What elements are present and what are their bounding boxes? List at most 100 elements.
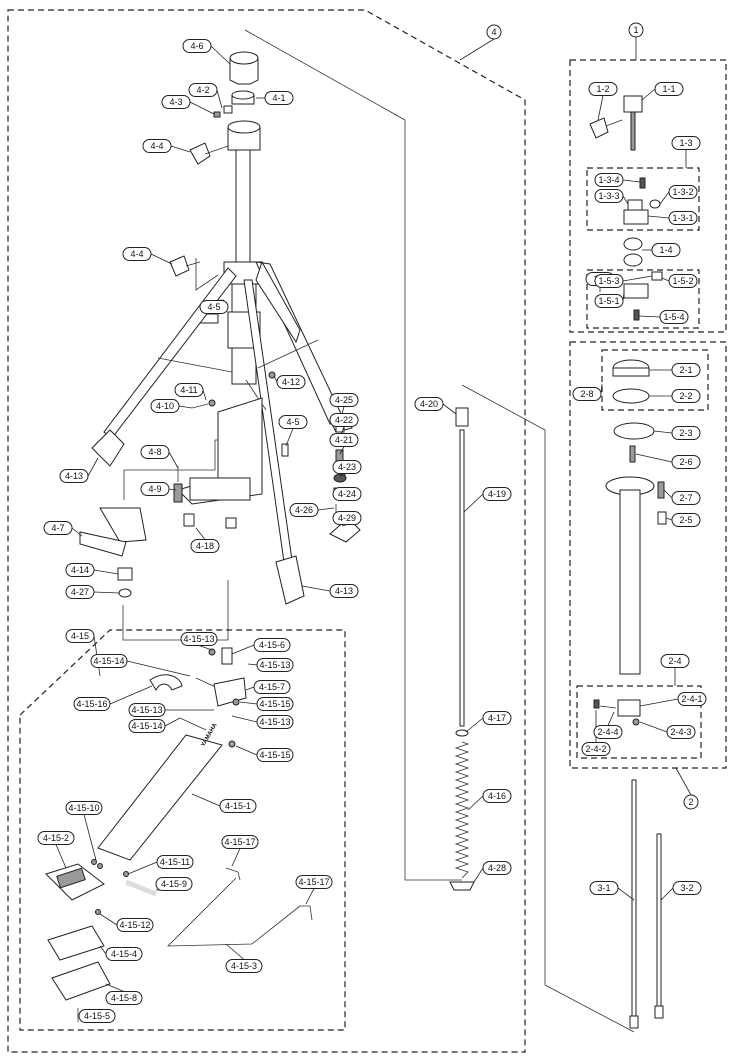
callout-4-15-15a: 4-15-15 <box>256 697 294 711</box>
part-4-19 <box>459 429 465 727</box>
part-4-2 <box>223 105 233 114</box>
part-1-5-1 <box>623 283 649 299</box>
part-2-6 <box>629 445 636 463</box>
callout-box <box>264 91 294 105</box>
leader-2-5 <box>665 517 673 521</box>
callout-label: 1-5-1 <box>598 296 619 306</box>
callout-box <box>672 881 702 895</box>
callout-1-4: 1-4 <box>651 243 681 257</box>
callout-4-15-7: 4-15-7 <box>253 680 291 694</box>
callout-4-23: 4-23 <box>332 460 362 474</box>
callout-2-4-3: 2-4-3 <box>666 725 696 739</box>
guide-line-pedal <box>122 580 229 641</box>
callout-box <box>65 801 103 815</box>
brace-left <box>157 357 233 373</box>
callout-4-15-14a: 4-15-14 <box>90 654 128 668</box>
callout-label: 4-26 <box>295 505 313 515</box>
callout-box <box>256 697 294 711</box>
callout-4-15-5: 4-15-5 <box>78 1009 116 1023</box>
callout-box <box>161 95 191 109</box>
top-rod-assembly <box>593 359 667 726</box>
leader-4-6 <box>210 45 231 65</box>
callout-label: 1-4 <box>659 245 672 255</box>
part-4-18-a <box>183 513 195 527</box>
callout-label: 2-8 <box>580 389 593 399</box>
callout-box <box>414 397 444 411</box>
callout-label: 4-17 <box>488 713 506 723</box>
leader-1-3-3 <box>622 195 629 205</box>
callout-4-15-12: 4-15-12 <box>116 918 154 932</box>
callout-1-3-2: 1-3-2 <box>668 185 698 199</box>
part-1-2-shaft <box>605 119 623 127</box>
part-4-6-top <box>229 51 259 65</box>
part-4-15-13-top <box>208 648 216 656</box>
callout-4-29: 4-29 <box>332 511 362 525</box>
tripod-leg-right-brace <box>255 260 301 344</box>
part-4-27 <box>118 588 132 598</box>
callout-label: 4-12 <box>282 377 300 387</box>
callout-2-7: 2-7 <box>671 491 701 505</box>
part-2-4-2 <box>593 699 600 709</box>
callout-4-15-8: 4-15-8 <box>105 991 143 1005</box>
callout-box <box>43 521 73 535</box>
callout-4-15-2: 4-15-2 <box>37 831 75 845</box>
callout-2-5: 2-5 <box>671 513 701 527</box>
callout-label: 4-13 <box>335 586 353 596</box>
part-4-7-plate <box>79 531 127 557</box>
callout-box <box>659 310 689 324</box>
callout-4-4a: 4-4 <box>142 139 172 153</box>
callout-box <box>329 584 359 598</box>
leader-1-3-2 <box>659 191 670 205</box>
group-1-boundary <box>569 59 727 333</box>
leader-4-15-7 <box>245 686 255 691</box>
leader-3-2 <box>660 887 674 901</box>
callout-label: 1-3-1 <box>672 213 693 223</box>
callout-4-15-16: 4-15-16 <box>73 697 111 711</box>
part-4-15-9 <box>125 879 157 897</box>
callout-4-14: 4-14 <box>65 563 95 577</box>
callout-box <box>651 243 681 257</box>
part-4-15-16 <box>149 674 183 692</box>
callout-1-3-1: 1-3-1 <box>668 211 698 225</box>
leader-1-3-1 <box>647 215 670 219</box>
part-1-1-rod <box>630 111 636 151</box>
callout-label: 2-6 <box>679 457 692 467</box>
part-4-15-10-b <box>97 863 103 869</box>
callout-label: 1-3 <box>679 138 692 148</box>
leader-1-5-2 <box>661 277 670 282</box>
callout-label: 2-2 <box>679 391 692 401</box>
group-circle-2 <box>683 794 699 810</box>
callout-1-3-3: 1-3-3 <box>594 189 624 203</box>
callout-label: 1-1 <box>662 84 675 94</box>
callout-label: 4-15-6 <box>259 640 285 650</box>
part-1-5-4 <box>633 309 640 321</box>
leader-4-17 <box>465 717 484 733</box>
callout-label: 4-5 <box>207 302 220 312</box>
leader-3-1 <box>617 887 635 901</box>
callout-label: 4-15-15 <box>259 699 290 709</box>
callout-box <box>671 455 701 469</box>
group-2-4-boundary <box>576 685 702 759</box>
callout-label: 4-29 <box>338 513 356 523</box>
callout-4-6: 4-6 <box>182 39 212 53</box>
callout-label: 4-15-7 <box>259 682 285 692</box>
callout-label: 4-6 <box>190 41 203 51</box>
callout-label: 4-15-1 <box>225 801 251 811</box>
upper-tube <box>235 149 251 266</box>
callout-box <box>276 375 306 389</box>
group-label-4: 4 <box>491 27 496 37</box>
upper-tube-sleeve-top <box>227 120 261 134</box>
leader-4-9 <box>168 488 177 491</box>
leader-1-5-3 <box>622 275 653 282</box>
callout-label: 1-3-4 <box>598 175 619 185</box>
leader-4-15-1 <box>191 793 221 807</box>
group-4-15-boundary <box>19 629 346 1031</box>
leader-4-12 <box>273 375 278 383</box>
callout-4-22: 4-22 <box>329 413 359 427</box>
leader-4-21 <box>339 446 345 455</box>
leader-2-4-3 <box>639 721 668 733</box>
callout-label: 4-15-13 <box>259 660 290 670</box>
callout-box <box>65 563 95 577</box>
leader-2-4-4 <box>607 711 615 726</box>
callout-box <box>65 585 95 599</box>
